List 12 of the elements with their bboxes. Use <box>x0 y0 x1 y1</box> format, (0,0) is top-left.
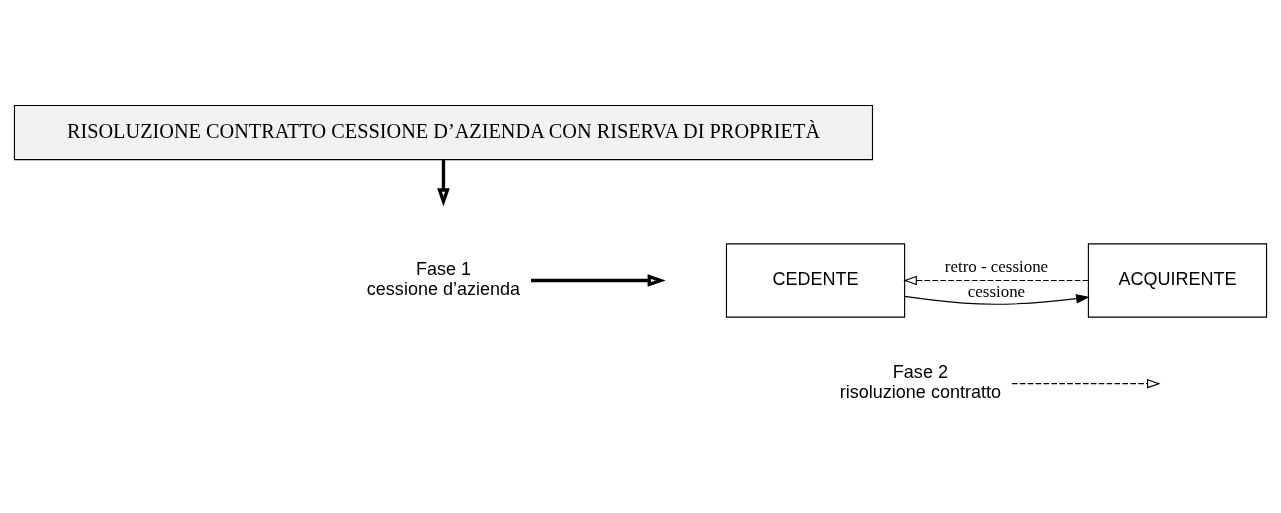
edge-label: cessione <box>967 281 1026 301</box>
node-box: CEDENTE <box>725 242 906 318</box>
node-box: RISOLUZIONE CONTRATTO CESSIONE D’AZIENDA CON RISERVA DI PROPRIETÀ <box>13 104 874 160</box>
node-text: Fase 1 cessione d’azienda <box>366 258 521 299</box>
node-text: Fase 2 risoluzione contratto <box>839 361 1002 402</box>
edge-label: retro - cessione <box>944 256 1049 275</box>
arrow <box>1011 378 1161 388</box>
node-box: ACQUIRENTE <box>1087 242 1268 318</box>
arrow <box>903 275 1089 285</box>
arrow <box>904 293 1090 305</box>
arrow <box>437 159 450 206</box>
arrow <box>531 273 666 287</box>
